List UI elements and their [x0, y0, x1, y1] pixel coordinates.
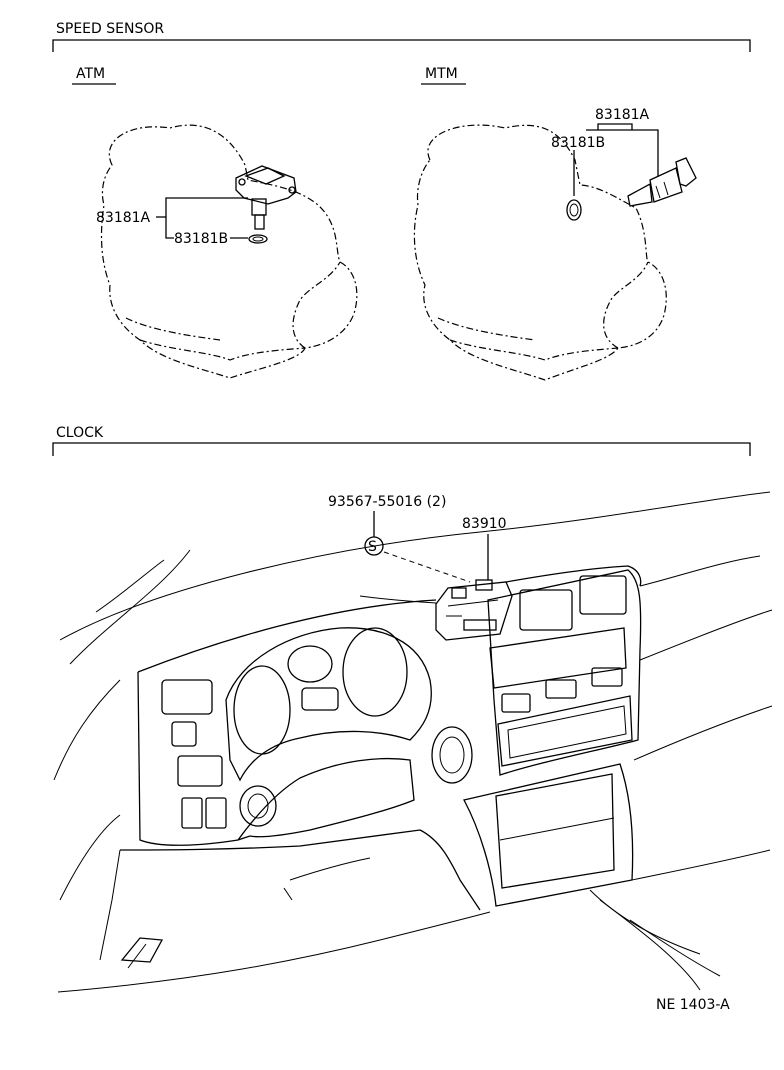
speed-sensor-title: SPEED SENSOR — [56, 21, 164, 37]
clock-screw-part: 93567-55016 (2) — [328, 494, 446, 510]
screw-symbol — [364, 536, 384, 556]
mtm-part-83181a: 83181A — [595, 107, 650, 123]
mtm-label: MTM — [425, 66, 458, 82]
atm-part-83181a: 83181A — [96, 210, 151, 226]
mtm-o-ring — [566, 199, 582, 221]
mtm-transmission-outline — [413, 124, 667, 381]
clock-bracket — [52, 442, 751, 456]
atm-label: ATM — [76, 66, 105, 82]
screw-dashed-line — [383, 551, 471, 583]
mtm-speed-sensor — [627, 157, 697, 207]
atm-part-83181b: 83181B — [174, 231, 228, 247]
atm-o-ring — [248, 234, 268, 244]
clock-unit — [435, 579, 513, 641]
screw-symbol-letter: S — [368, 539, 377, 555]
dashboard-illustration — [53, 491, 773, 993]
mtm-part-83181b: 83181B — [551, 135, 605, 151]
atm-speed-sensor — [235, 165, 297, 230]
atm-leader-83181a — [165, 197, 248, 239]
diagram-code: NE 1403-A — [656, 997, 730, 1013]
clock-part-83910: 83910 — [462, 516, 507, 532]
clock-title: CLOCK — [56, 425, 104, 441]
mtm-leader-83181a — [586, 123, 659, 176]
speed-sensor-bracket — [52, 39, 751, 52]
atm-transmission-outline — [100, 124, 358, 379]
